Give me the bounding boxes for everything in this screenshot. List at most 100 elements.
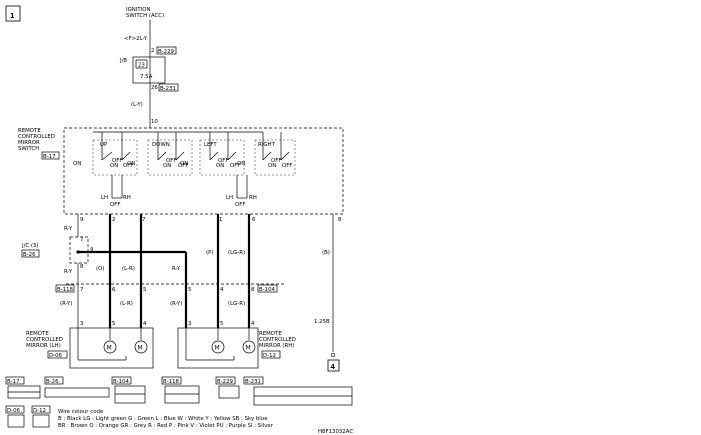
wire-o-label: (O) [96, 266, 104, 272]
jb-label: J/B [119, 58, 127, 64]
svg-text:ON: ON [163, 163, 171, 169]
svg-text:M: M [138, 345, 143, 352]
wire-ry-upper: R-Y [64, 226, 73, 232]
wire-ly-label: (L-Y) [131, 102, 143, 108]
inline-left-pin-3: 5 [143, 287, 146, 293]
svg-text:M: M [107, 345, 112, 352]
inline-right-pin-1: 5 [188, 287, 191, 293]
svg-text:RH: RH [249, 195, 257, 201]
group-down-name: DOWN [152, 142, 170, 148]
svg-text:B-231: B-231 [245, 379, 261, 385]
ground-number-box [327, 359, 340, 372]
svg-text:D-12: D-12 [33, 408, 46, 414]
svg-text:M: M [215, 345, 220, 352]
wire-ry-lower: R-Y [64, 269, 73, 275]
switch-outline [63, 127, 344, 215]
motor-rh-1 [211, 340, 225, 354]
switch-label-4: SWITCH [18, 146, 39, 152]
wire-lr-lh-label: (L-R) [120, 301, 133, 307]
switch-pin-2: 2 [112, 217, 115, 223]
wire-lgr-rh-label: (LG-R) [228, 301, 245, 307]
motor-lh-1 [103, 340, 117, 354]
switch-pin-9: 9 [80, 217, 84, 223]
jc-label: J/C (3) [21, 243, 39, 249]
color-code-row-2: BR : Brown O : Orange GR : Grey R : Red … [58, 423, 274, 429]
wire-ry-lh-label: (R-Y) [60, 301, 72, 307]
conn-b231-label: B-231 [160, 86, 176, 92]
selector-switch-right: LH RH OFF [226, 175, 257, 208]
switch-label-3: MIRROR [18, 140, 40, 146]
group-left-name: LEFT [204, 142, 217, 148]
inline-right-pin-2: 4 [220, 287, 224, 293]
mirror-lh-pin-3: 3 [80, 321, 83, 327]
svg-text:OFF: OFF [166, 158, 176, 164]
svg-text:ON: ON [73, 161, 81, 167]
mirror-lh-label-3: MIRROR (LH) [26, 343, 61, 349]
wire-p-label: (P) [206, 250, 213, 256]
wire-gauge-label: 1.25B [314, 319, 330, 325]
wire-ry-mid: R-Y [172, 266, 181, 272]
svg-text:B-26: B-26 [46, 379, 59, 385]
jb-box [132, 56, 166, 84]
color-code-row-1: B : Black LG : Light green G : Green L :… [58, 416, 268, 422]
svg-text:OFF: OFF [218, 158, 228, 164]
jc-box [69, 236, 89, 264]
conn-b118-label: B-118 [57, 287, 74, 293]
switch-group-up: UP ON OFF ON OFF [73, 132, 138, 176]
mirror-rh-pin-5: 5 [220, 321, 223, 327]
switch-group-right: RIGHT ON OFF ON OFF [237, 132, 296, 176]
selector-switch-left: LH RH OFF [101, 175, 131, 208]
switch-pin-10: 10 [151, 119, 158, 125]
wire-top-label: <F>2L-Y [124, 36, 148, 42]
inline-left-pin-2: 6 [112, 287, 116, 293]
inline-left-pin-1: 7 [80, 287, 83, 293]
mirror-lh-pin-5: 5 [112, 321, 115, 327]
ignition-label-2: SWITCH (ACC) [126, 13, 164, 19]
conn-b229-tag [156, 46, 177, 55]
figure-code: H8F13032AC [318, 429, 353, 435]
switch-group-left: LEFT ON OFF ON OFF [180, 132, 245, 176]
wire-b-label: (B) [322, 250, 330, 256]
color-code-title: Wire colour code [58, 409, 104, 415]
mirror-rh-label-1: REMOTE [259, 331, 282, 337]
switch-pin-1: 1 [219, 217, 222, 223]
mirror-lh-box [69, 327, 154, 369]
conn-d06-label: D-06 [49, 353, 63, 359]
fuse-number: 23 [138, 63, 145, 69]
connector-legend: B-17 B-26 B-104 B-118 B-229 B-231 D-06 D… [5, 376, 353, 428]
conn-b104-label: B-104 [259, 287, 276, 293]
inline-right-pin-3: 8 [251, 287, 255, 293]
svg-text:M: M [246, 345, 251, 352]
jb-pin-out: 26 [151, 85, 158, 91]
mirror-rh-pin-4: 4 [251, 321, 255, 327]
svg-text:OFF: OFF [178, 163, 188, 169]
svg-text:B-17: B-17 [7, 379, 20, 385]
conn-b26-label: B-26 [23, 252, 36, 258]
mirror-lh-pin-4: 4 [143, 321, 147, 327]
motor-lh-2 [134, 340, 148, 354]
conn-b231-tag [158, 83, 179, 92]
svg-text:B-118: B-118 [163, 379, 180, 385]
conn-b104-tag [257, 284, 278, 293]
svg-text:LH: LH [101, 195, 108, 201]
svg-text:ON: ON [268, 163, 276, 169]
conn-b17-tag [41, 151, 60, 160]
switch-pin-6: 6 [252, 217, 256, 223]
svg-text:ON: ON [180, 161, 188, 167]
conn-b229-label: B-229 [158, 49, 175, 55]
ground-number: 4 [331, 363, 336, 371]
page-number-box [5, 5, 21, 22]
jc-pin-right: 9 [90, 247, 94, 253]
ignition-label-1: IGNITION [126, 7, 151, 13]
svg-text:OFF: OFF [110, 202, 120, 208]
wire-ry-rh-label: (R-Y) [170, 301, 182, 307]
switch-pin-8: 8 [338, 217, 342, 223]
svg-text:B-104: B-104 [113, 379, 130, 385]
mirror-rh-label-3: MIRROR (RH) [259, 343, 294, 349]
svg-text:OFF: OFF [112, 158, 122, 164]
group-up-name: UP [100, 142, 108, 148]
jc-pin-top: 7 [80, 237, 83, 243]
svg-text:B-229: B-229 [217, 379, 234, 385]
svg-text:ON: ON [237, 161, 245, 167]
